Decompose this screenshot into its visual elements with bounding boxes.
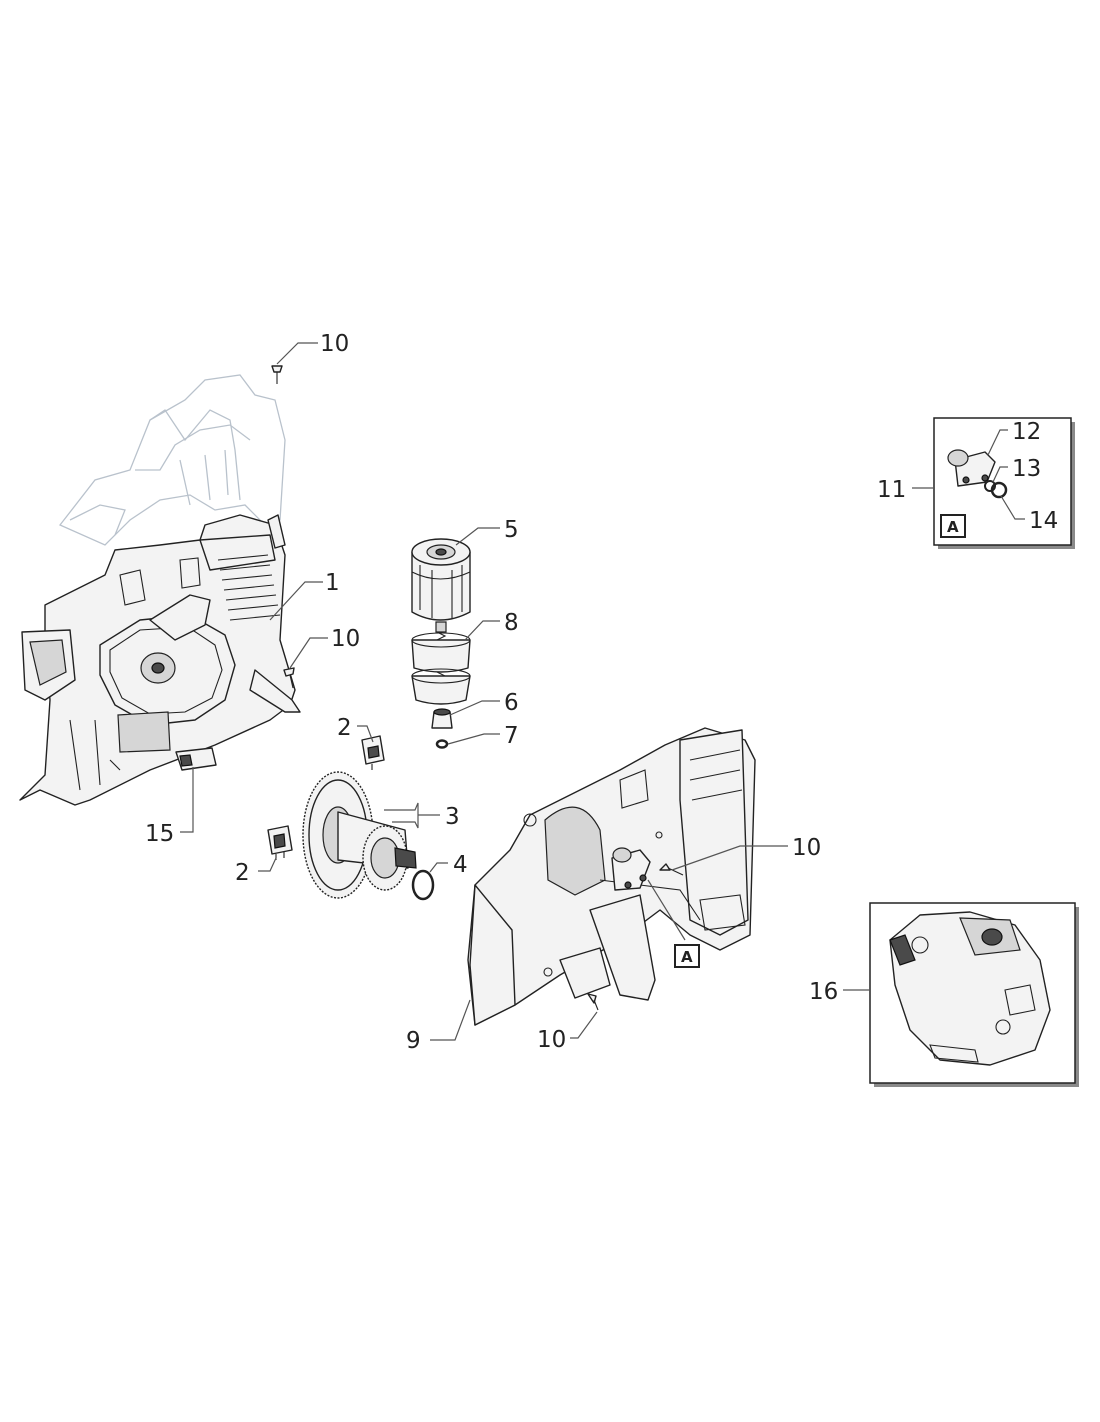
callout-1: 1 bbox=[325, 570, 340, 596]
part-4-o-ring bbox=[411, 869, 435, 901]
callout-5: 5 bbox=[504, 517, 519, 543]
reference-mark-a-main bbox=[674, 944, 700, 968]
screw-10-panel bbox=[659, 863, 684, 876]
callout-11: 11 bbox=[877, 477, 906, 503]
callout-12: 12 bbox=[1012, 419, 1041, 445]
callout-4: 4 bbox=[453, 852, 468, 878]
part-7-washer bbox=[435, 739, 449, 749]
callout-2-lower: 2 bbox=[235, 860, 250, 886]
part-6-coupling bbox=[431, 708, 453, 729]
callout-9: 9 bbox=[406, 1028, 421, 1054]
inset-part-16 bbox=[869, 902, 1079, 1087]
inset-part-11 bbox=[933, 417, 1075, 549]
callout-15: 15 bbox=[145, 821, 174, 847]
callout-6: 6 bbox=[504, 690, 519, 716]
part-2-microswitch-lower bbox=[267, 825, 293, 860]
screw-10-top bbox=[271, 365, 283, 384]
screw-10-frame bbox=[283, 667, 295, 689]
part-9-side-panel bbox=[467, 727, 756, 1026]
leader-lines bbox=[180, 342, 1025, 1041]
callout-10-frame: 10 bbox=[331, 626, 360, 652]
callout-3: 3 bbox=[445, 804, 460, 830]
part-5-motor bbox=[411, 538, 471, 633]
callout-10-top: 10 bbox=[320, 331, 349, 357]
callout-labels: 10 1 10 5 8 6 7 2 3 4 2 15 10 9 10 11 12… bbox=[145, 331, 1058, 1054]
callout-7: 7 bbox=[504, 723, 519, 749]
reference-letter-inset: A bbox=[947, 518, 959, 536]
callout-10-panel: 10 bbox=[792, 835, 821, 861]
callout-13: 13 bbox=[1012, 456, 1041, 482]
reference-letter-main: A bbox=[681, 948, 693, 966]
part-1-main-frame bbox=[19, 514, 301, 806]
screw-10-bottom bbox=[587, 993, 599, 1011]
valve-assembly-on-panel bbox=[611, 847, 651, 891]
ghost-upper-housing bbox=[58, 374, 286, 546]
callout-2-upper: 2 bbox=[337, 715, 352, 741]
callout-8: 8 bbox=[504, 610, 519, 636]
part-3-gear-assembly bbox=[302, 771, 417, 899]
callout-14: 14 bbox=[1029, 508, 1058, 534]
part-8-spring-holder bbox=[411, 631, 471, 705]
part-2-microswitch-upper bbox=[361, 735, 385, 770]
part-15-switch bbox=[175, 747, 217, 771]
callout-16: 16 bbox=[809, 979, 838, 1005]
callout-10-bottom: 10 bbox=[537, 1027, 566, 1053]
